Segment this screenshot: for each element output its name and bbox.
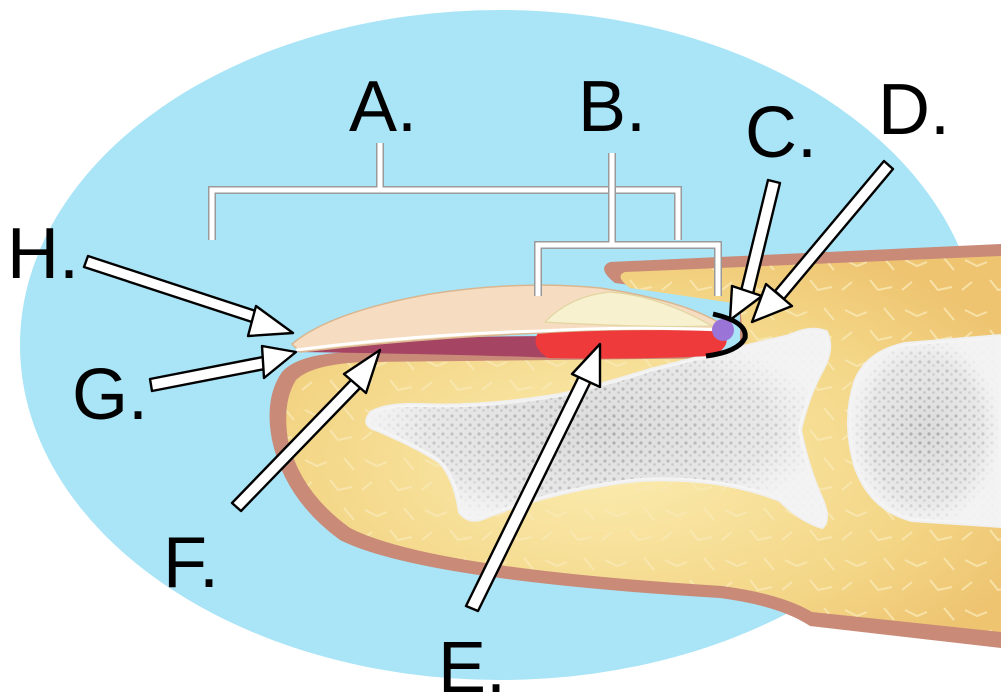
label-c: C. (745, 93, 817, 173)
matrix-point (712, 319, 734, 341)
label-d: D. (878, 70, 950, 150)
middle-phalanx-bone (849, 336, 1001, 526)
label-h: H. (7, 214, 79, 294)
label-g: G. (72, 355, 148, 435)
label-a: A. (349, 67, 417, 147)
label-f: F. (163, 523, 219, 603)
label-b: B. (578, 67, 646, 147)
label-e: E. (438, 628, 506, 695)
